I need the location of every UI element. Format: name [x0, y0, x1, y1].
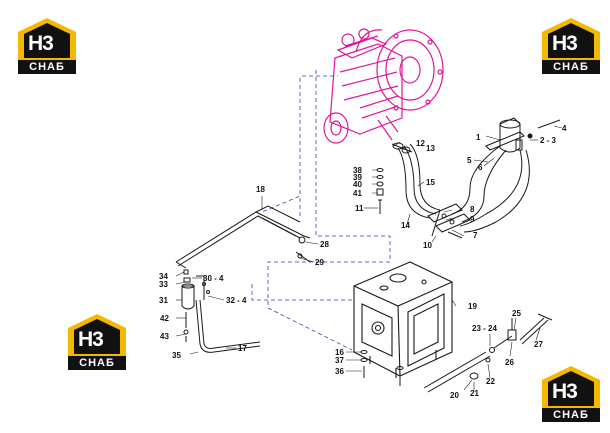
callout-18: 18	[256, 185, 265, 194]
engine-assembly	[323, 28, 444, 144]
logo-mark: H3	[552, 380, 578, 403]
fuel-hoses	[397, 143, 530, 233]
callout-36: 36	[335, 367, 344, 376]
callout-9: 9	[470, 215, 475, 224]
filter-bracket	[485, 131, 525, 151]
tank-side-parts	[423, 313, 553, 393]
callout-15: 15	[426, 178, 435, 187]
callout-37: 37	[335, 356, 344, 365]
water-separator-assembly	[181, 269, 261, 353]
callout-labels: 1 2 - 3 4 5 6 7 8 9 10 11 12 13 14 15 16…	[159, 124, 567, 400]
callout-43: 43	[160, 332, 169, 341]
leader-lines	[175, 125, 563, 392]
logo-mark: H3	[78, 328, 104, 351]
callout-25: 25	[512, 309, 521, 318]
callout-35: 35	[172, 351, 181, 360]
callout-30-4: 30 - 4	[203, 274, 224, 283]
callout-16: 16	[335, 348, 344, 357]
callout-22: 22	[486, 377, 495, 386]
callout-10: 10	[423, 241, 432, 250]
bolt-stack	[376, 168, 384, 214]
logo-mark: H3	[552, 32, 578, 55]
callout-14: 14	[401, 221, 410, 230]
callout-17: 17	[238, 344, 247, 353]
callout-8: 8	[470, 205, 475, 214]
callout-23-24: 23 - 24	[472, 324, 497, 333]
long-fuel-pipe	[175, 205, 311, 269]
logo-top-left: H3 СНАБ	[18, 18, 76, 74]
logo-brand: СНАБ	[68, 356, 126, 370]
callout-1: 1	[476, 133, 481, 142]
logo-mark: H3	[28, 32, 54, 55]
callout-11: 11	[355, 204, 364, 213]
logo-top-right: H3 СНАБ	[542, 18, 600, 74]
callout-5: 5	[467, 156, 472, 165]
callout-38: 38	[353, 166, 362, 175]
crank-pulley	[323, 112, 349, 144]
callout-20: 20	[450, 391, 459, 400]
callout-39: 39	[353, 173, 362, 182]
callout-7: 7	[473, 231, 478, 240]
callout-4: 4	[562, 124, 567, 133]
water-separator	[181, 285, 195, 310]
callout-32-4: 32 - 4	[226, 296, 247, 305]
callout-27: 27	[534, 340, 543, 349]
connector-block	[427, 203, 471, 239]
callout-19: 19	[468, 302, 477, 311]
callout-26: 26	[505, 358, 514, 367]
callout-40: 40	[353, 180, 362, 189]
callout-33: 33	[159, 280, 168, 289]
callout-41: 41	[353, 189, 362, 198]
logo-brand: СНАБ	[542, 60, 600, 74]
callout-34: 34	[159, 272, 168, 281]
callout-6: 6	[478, 163, 483, 172]
callout-28: 28	[320, 240, 329, 249]
logo-house-icon	[18, 18, 76, 62]
logo-house-icon	[542, 366, 600, 410]
logo-house-icon	[68, 314, 126, 358]
logo-mid-left: H3 СНАБ	[68, 314, 126, 370]
fuel-filter	[499, 117, 521, 153]
fuel-filter-assembly	[485, 117, 561, 153]
banjo-fittings	[391, 142, 413, 154]
logo-brand: СНАБ	[18, 60, 76, 74]
logo-brand: СНАБ	[542, 408, 600, 422]
logo-house-icon	[542, 18, 600, 62]
logo-bottom-right: H3 СНАБ	[542, 366, 600, 422]
reference-lines	[251, 70, 400, 351]
callout-29: 29	[315, 258, 324, 267]
callout-21: 21	[470, 389, 479, 398]
callout-2-3: 2 - 3	[540, 136, 557, 145]
callout-13: 13	[426, 144, 435, 153]
callout-42: 42	[160, 314, 169, 323]
callout-12: 12	[416, 139, 425, 148]
callout-31: 31	[159, 296, 168, 305]
flywheel-housing	[376, 29, 444, 111]
fuel-tank	[353, 261, 453, 378]
